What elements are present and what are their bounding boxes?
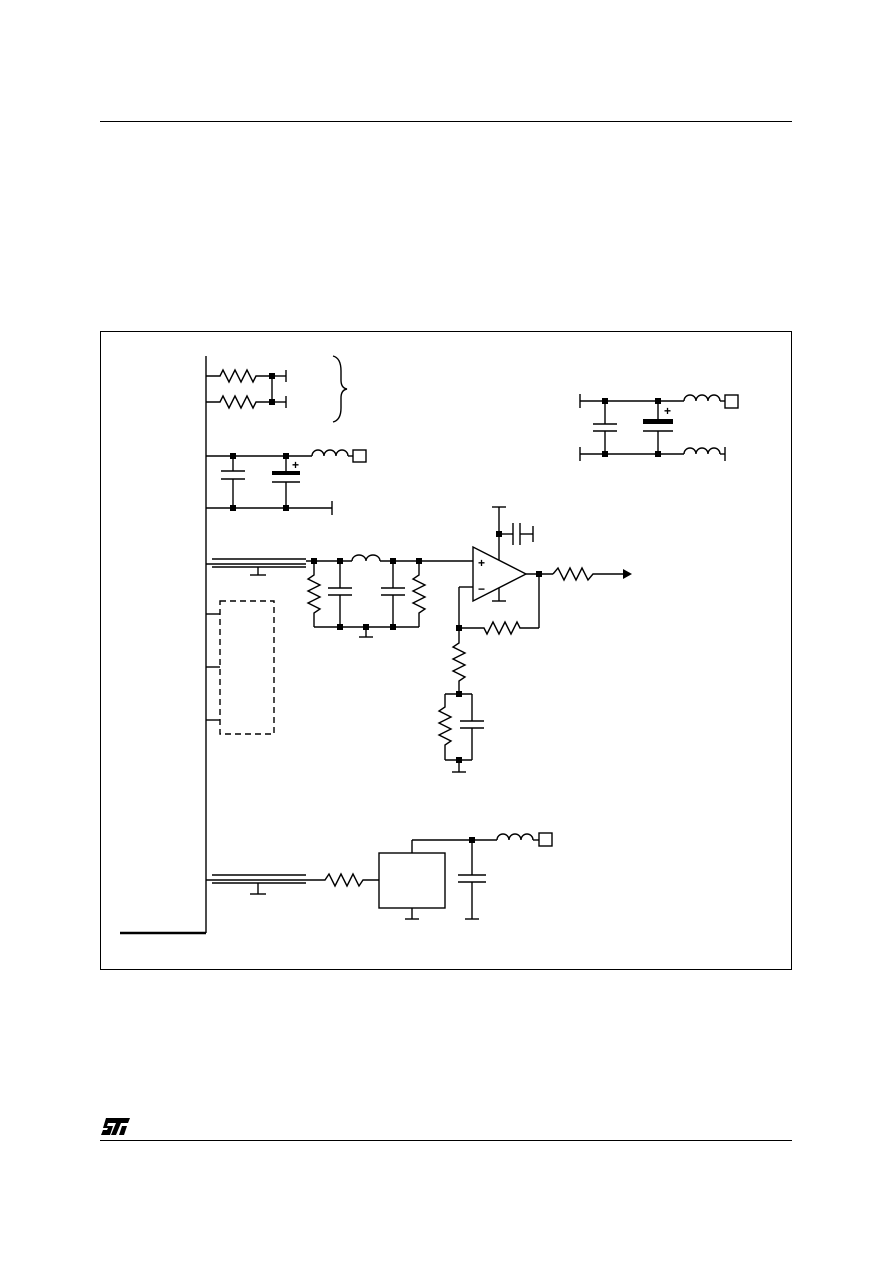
polarity-mark-right: + [664, 404, 671, 418]
st-logo-icon [101, 1118, 130, 1135]
schematic-frame [100, 331, 792, 970]
supply-decoupling: + [206, 449, 367, 515]
input-filter-coupler [206, 558, 306, 576]
top-resistor-1 [206, 368, 287, 384]
regulator-block [306, 832, 553, 920]
header-rule [100, 121, 792, 122]
right-decoupling: + [579, 394, 739, 461]
feedback-network [437, 628, 484, 773]
opamp-minus: − [478, 582, 485, 596]
main-bus [120, 356, 207, 935]
footer-rule [100, 1140, 792, 1141]
lower-coupler [206, 874, 306, 895]
top-resistor-2 [206, 376, 287, 410]
op-amp: + − [456, 506, 632, 636]
dashed-module [206, 600, 275, 735]
opamp-plus: + [478, 556, 485, 570]
curly-brace [332, 355, 348, 423]
polarity-mark: + [292, 458, 299, 472]
lc-filter [306, 554, 473, 638]
application-schematic: + + [120, 355, 739, 935]
